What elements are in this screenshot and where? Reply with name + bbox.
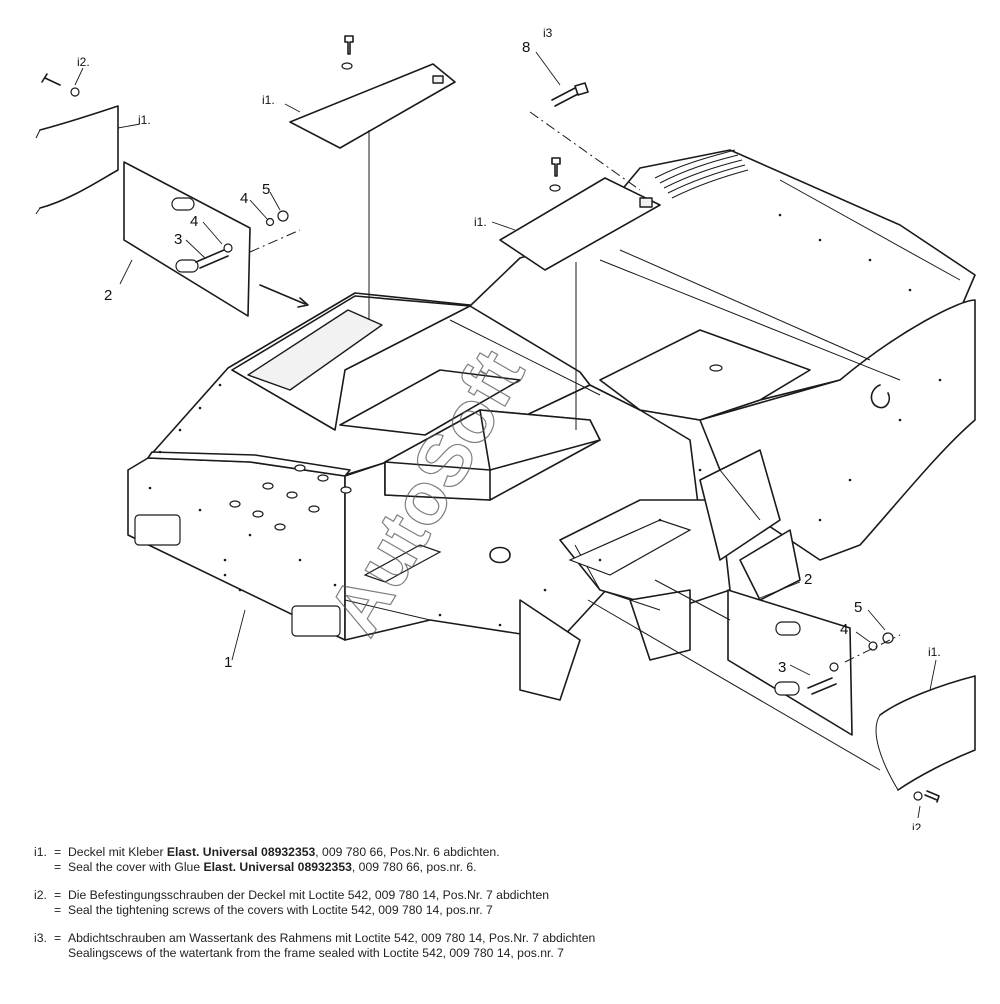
top-cover-left bbox=[289, 35, 456, 320]
callout-i2-top: i2. bbox=[77, 55, 90, 69]
note-text: Deckel mit Kleber Elast. Universal 08932… bbox=[68, 845, 500, 859]
callout-4-left: 4 bbox=[190, 213, 198, 230]
right-side-cover-i1 bbox=[587, 599, 976, 803]
note-i1-de: i1. = Deckel mit Kleber Elast. Universal… bbox=[34, 845, 500, 859]
main-frame bbox=[127, 149, 976, 701]
note-i2: i2. = Die Befestingungsschrauben der Dec… bbox=[34, 888, 974, 918]
note-i3-en: Sealingscews of the watertank from the f… bbox=[34, 946, 974, 961]
callout-4-right: 4 bbox=[840, 621, 848, 638]
note-text: Abdichtschrauben am Wassertank des Rahme… bbox=[68, 931, 596, 945]
note-i3: i3. = Abdichtschrauben am Wassertank des… bbox=[34, 931, 974, 961]
callout-1: 1 bbox=[224, 654, 232, 671]
callout-i1-right: i1. bbox=[928, 645, 941, 659]
callout-3-right: 3 bbox=[778, 659, 786, 676]
note-text: Die Befestingungsschrauben der Deckel mi… bbox=[68, 888, 550, 902]
top-cover-right bbox=[499, 157, 661, 430]
rivets bbox=[148, 213, 942, 627]
leader-lines bbox=[74, 51, 937, 819]
callout-8: 8 bbox=[522, 39, 530, 56]
callout-3-left: 3 bbox=[174, 231, 182, 248]
note-tag: i1. bbox=[34, 845, 47, 859]
left-side-cover-i1 bbox=[35, 73, 119, 215]
callout-i3: i3 bbox=[543, 26, 553, 40]
callout-5-right: 5 bbox=[854, 599, 862, 616]
callout-i2-bottom: i2. bbox=[912, 821, 925, 830]
note-text: Seal the tightening screws of the covers… bbox=[68, 903, 493, 917]
note-tag: i3. bbox=[34, 931, 47, 945]
callout-4-left-b: 4 bbox=[240, 190, 248, 207]
callout-i1-left: i1. bbox=[138, 113, 151, 127]
callout-i1-top-right: i1. bbox=[474, 215, 487, 229]
right-inspection-plate bbox=[654, 579, 901, 736]
left-inspection-plate bbox=[123, 161, 309, 317]
note-tag: i2. bbox=[34, 888, 47, 902]
note-text: Sealingscews of the watertank from the f… bbox=[68, 946, 564, 960]
watertank-screw bbox=[529, 82, 641, 191]
note-i2-en: = Seal the tightening screws of the cove… bbox=[54, 903, 493, 917]
note-text: Seal the cover with Glue Elast. Universa… bbox=[68, 860, 477, 874]
grille bbox=[654, 149, 749, 199]
deck-holes bbox=[229, 364, 723, 531]
callout-i1-top-left: i1. bbox=[262, 93, 275, 107]
note-i1: i1. = Deckel mit Kleber Elast. Universal… bbox=[34, 845, 974, 875]
exploded-frame-diagram: AutoSoft bbox=[35, 26, 976, 830]
callout-2-right: 2 bbox=[804, 571, 812, 588]
callout-5-left: 5 bbox=[262, 181, 270, 198]
callout-2-left: 2 bbox=[104, 287, 112, 304]
note-i2-de: i2. = Die Befestingungsschrauben der Dec… bbox=[34, 888, 550, 902]
note-i1-en: = Seal the cover with Glue Elast. Univer… bbox=[54, 860, 477, 874]
assembly-notes: i1. = Deckel mit Kleber Elast. Universal… bbox=[34, 845, 974, 974]
note-i3-de: i3. = Abdichtschrauben am Wassertank des… bbox=[34, 931, 596, 945]
